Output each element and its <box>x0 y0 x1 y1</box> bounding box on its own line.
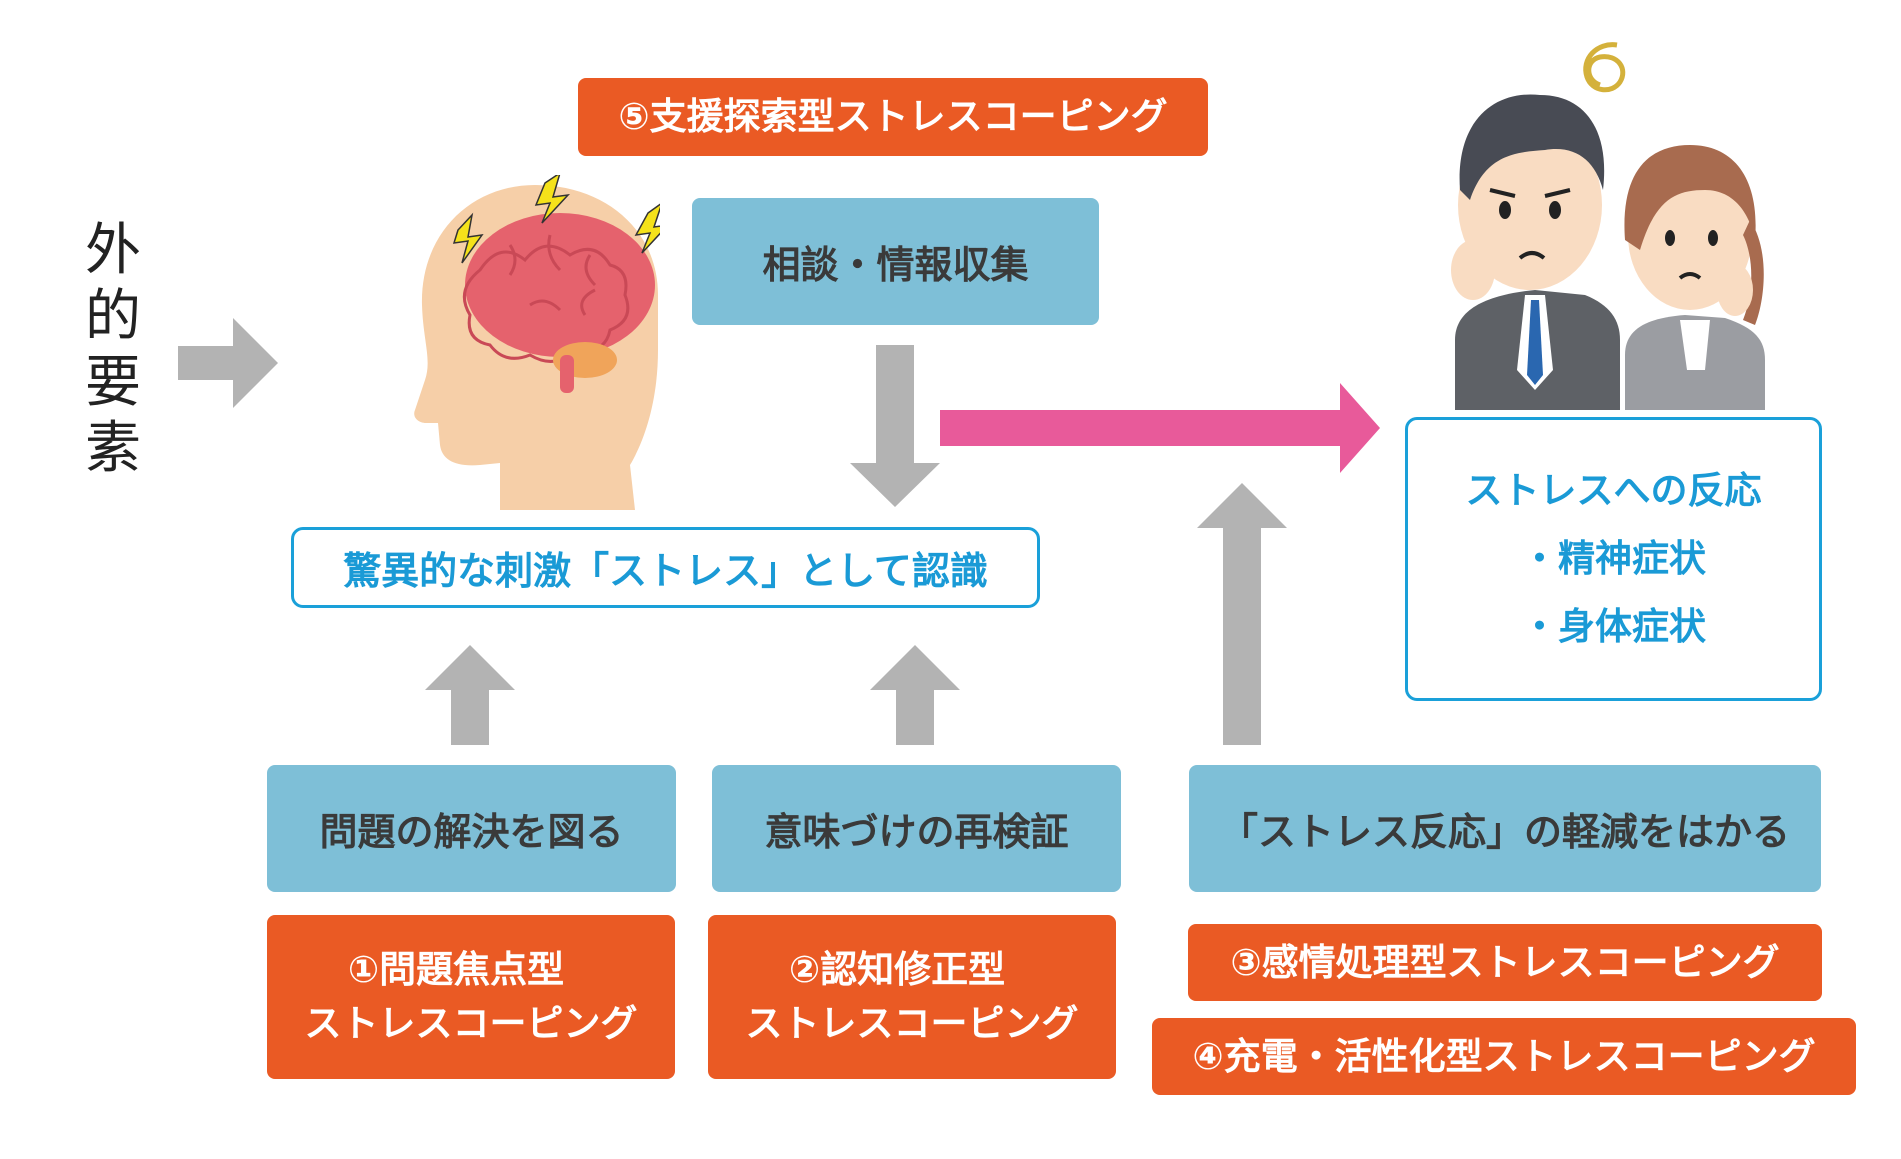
reaction-box: ストレスへの反応 ・精神症状 ・身体症状 <box>1405 417 1822 701</box>
meaning-up-arrow <box>870 645 960 745</box>
consult-box: 相談・情報収集 <box>692 198 1099 325</box>
worried-people-illustration <box>1451 42 1765 410</box>
reaction-item-mental: ・精神症状 <box>1521 537 1706 580</box>
external-arrow <box>178 318 278 408</box>
coping1-label: ①問題焦点型 ストレスコーピング <box>267 915 675 1079</box>
stress-pink-arrow <box>940 383 1380 473</box>
coping2-label: ②認知修正型 ストレスコーピング <box>708 915 1116 1079</box>
reaction-item-physical: ・身体症状 <box>1521 605 1706 648</box>
consult-down-arrow <box>850 345 940 507</box>
problem-solve-box: 問題の解決を図る <box>267 765 676 892</box>
coping5-label: ⑤支援探索型ストレスコーピング <box>578 78 1208 156</box>
meaning-recheck-box: 意味づけの再検証 <box>712 765 1121 892</box>
coping3-label: ③感情処理型ストレスコーピング <box>1188 924 1822 1001</box>
problem-up-arrow <box>425 645 515 745</box>
reduce-up-arrow <box>1197 483 1287 745</box>
coping4-label: ④充電・活性化型ストレスコーピング <box>1152 1018 1856 1095</box>
reaction-title: ストレスへの反応 <box>1465 469 1762 512</box>
brain-head-illustration <box>414 175 660 510</box>
external-factor-label: 外 的 要 素 <box>85 218 141 481</box>
reduce-reaction-box: 「ストレス反応」の軽減をはかる <box>1189 765 1821 892</box>
recognition-box: 驚異的な刺激「ストレス」として認識 <box>291 527 1040 608</box>
